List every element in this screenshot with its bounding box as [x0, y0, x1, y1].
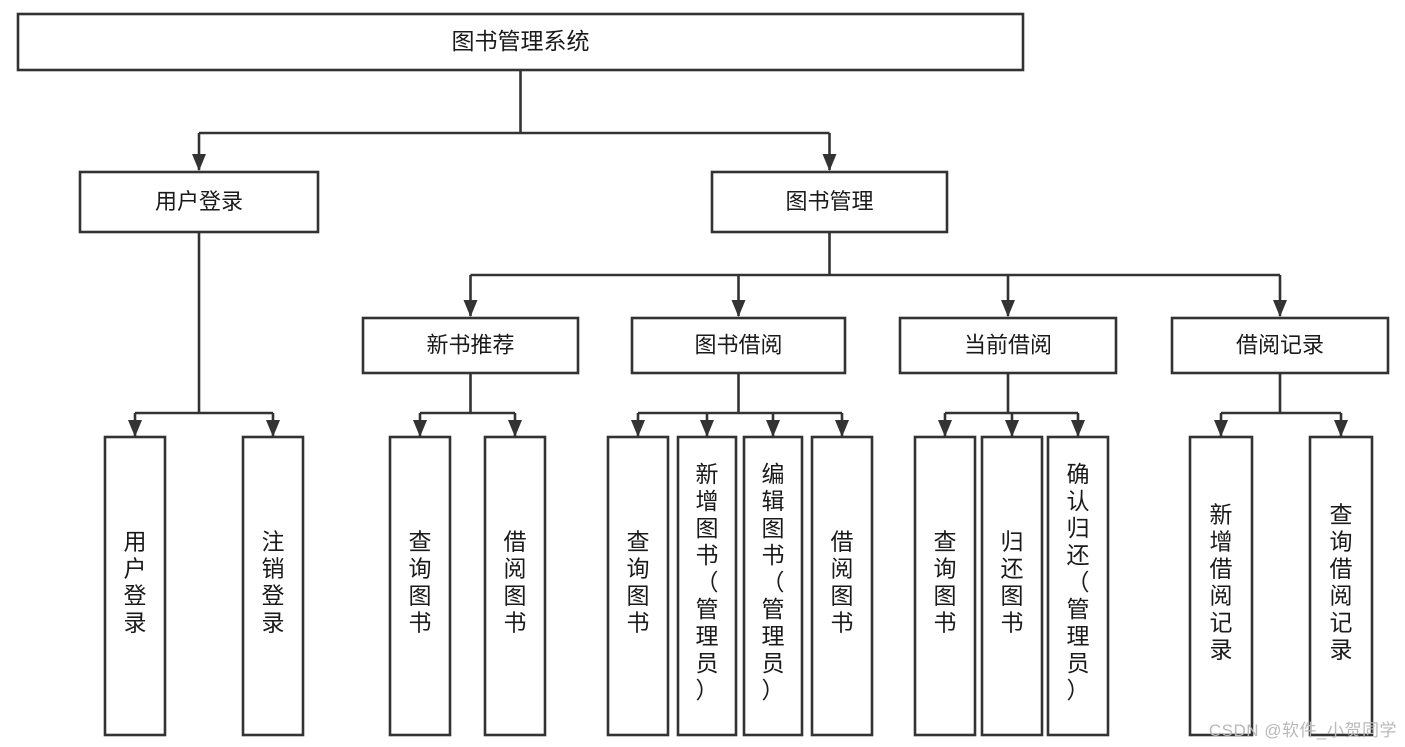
connector-layer: [128, 70, 1348, 437]
node-box: [630, 316, 847, 375]
node-leaf-7[interactable]: 借阅图书: [810, 435, 874, 737]
arrow-head-icon: [938, 420, 952, 437]
node-box: [898, 316, 1118, 375]
arrow-head-icon: [128, 420, 142, 437]
arrow-head-icon: [413, 420, 427, 437]
node-label-vertical: 借阅图书: [504, 529, 527, 636]
node-label-vertical: 借阅图书: [831, 529, 854, 636]
node-leaf-2[interactable]: 查询图书: [388, 435, 452, 737]
arrow-head-icon: [631, 420, 645, 437]
node-box: [1308, 435, 1374, 737]
arrow-head-icon: [1001, 300, 1015, 317]
node-box: [980, 435, 1044, 737]
arrow-head-icon: [1273, 300, 1287, 317]
node-leaf-5[interactable]: 新增图书（管理员）: [676, 435, 738, 737]
arrow-head-icon: [1071, 420, 1085, 437]
node-level2-0[interactable]: 用户登录: [78, 170, 320, 234]
arrow-head-icon: [835, 420, 849, 437]
node-label-vertical: 编辑图书（管理员）: [762, 461, 785, 703]
node-leaf-0[interactable]: 用户登录: [103, 435, 167, 737]
node-leaf-1[interactable]: 注销登录: [241, 435, 305, 737]
node-level3-1[interactable]: 图书借阅: [630, 316, 847, 375]
node-level3-0[interactable]: 新书推荐: [361, 316, 580, 375]
node-label: 图书借阅: [694, 332, 782, 357]
node-label: 借阅记录: [1236, 332, 1324, 357]
arrow-head-icon: [731, 300, 746, 317]
node-label-vertical: 查询图书: [627, 529, 650, 636]
node-leaf-6[interactable]: 编辑图书（管理员）: [742, 435, 804, 737]
node-label-vertical: 查询图书: [409, 529, 432, 636]
node-box: [361, 316, 580, 375]
node-box: [1046, 435, 1110, 737]
node-box: [742, 435, 804, 737]
node-box: [241, 435, 305, 737]
node-box: [913, 435, 977, 737]
node-box: [676, 435, 738, 737]
node-leaf-9[interactable]: 归还图书: [980, 435, 1044, 737]
arrow-head-icon: [1214, 420, 1228, 437]
node-label-vertical: 用户登录: [124, 529, 147, 636]
node-layer: 图书管理系统用户登录图书管理新书推荐图书借阅当前借阅借阅记录用户登录注销登录查询…: [16, 12, 1390, 737]
node-label-vertical: 新增图书（管理员）: [696, 461, 719, 703]
node-label-vertical: 归还图书: [1001, 529, 1024, 636]
node-box: [810, 435, 874, 737]
arrow-head-icon: [1005, 420, 1019, 437]
arrow-head-icon: [266, 420, 280, 437]
node-level3-3[interactable]: 借阅记录: [1170, 316, 1390, 375]
node-box: [606, 435, 670, 737]
node-label-vertical: 查询借阅记录: [1330, 502, 1353, 663]
node-label-vertical: 新增借阅记录: [1210, 502, 1233, 663]
node-box: [78, 170, 320, 234]
arrow-head-icon: [822, 154, 837, 171]
node-leaf-3[interactable]: 借阅图书: [483, 435, 547, 737]
node-label-vertical: 确认归还（管理员）: [1067, 461, 1090, 703]
arrow-head-icon: [192, 154, 206, 171]
node-label: 图书管理系统: [452, 28, 590, 54]
node-box: [16, 12, 1025, 72]
node-box: [103, 435, 167, 737]
node-label: 图书管理: [785, 189, 873, 214]
node-leaf-10[interactable]: 确认归还（管理员）: [1046, 435, 1110, 737]
arrow-head-icon: [766, 420, 780, 437]
node-label-vertical: 查询图书: [934, 529, 957, 636]
arrow-head-icon: [700, 420, 714, 437]
node-box: [483, 435, 547, 737]
node-leaf-8[interactable]: 查询图书: [913, 435, 977, 737]
node-label: 当前借阅: [964, 332, 1052, 357]
node-level2-1[interactable]: 图书管理: [710, 170, 949, 234]
node-leaf-4[interactable]: 查询图书: [606, 435, 670, 737]
arrow-head-icon: [508, 420, 522, 437]
node-box: [1188, 435, 1254, 737]
node-leaf-12[interactable]: 查询借阅记录: [1308, 435, 1374, 737]
node-label: 新书推荐: [426, 332, 514, 357]
node-level3-2[interactable]: 当前借阅: [898, 316, 1118, 375]
node-box: [710, 170, 949, 234]
node-label: 用户登录: [155, 189, 243, 214]
node-box: [1170, 316, 1390, 375]
arrow-head-icon: [463, 300, 478, 317]
node-label-vertical: 注销登录: [262, 529, 285, 636]
node-box: [388, 435, 452, 737]
arrow-head-icon: [1334, 420, 1348, 437]
node-root-0[interactable]: 图书管理系统: [16, 12, 1025, 72]
node-leaf-11[interactable]: 新增借阅记录: [1188, 435, 1254, 737]
